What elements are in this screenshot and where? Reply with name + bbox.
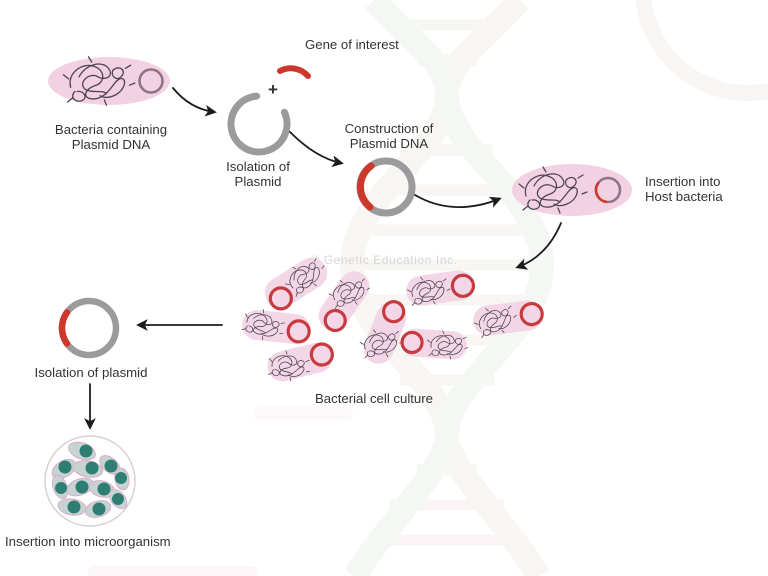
plasmid-ring-icon: [268, 286, 293, 311]
plasmid-ring-icon: [323, 308, 347, 333]
copyright-watermark: © Genetic Education Inc.: [310, 253, 457, 267]
bacteria-body: [242, 310, 310, 344]
plus-sign: +: [268, 80, 278, 99]
step-bacterial-cell-culture: Bacterial cell culture: [238, 252, 544, 406]
culture-cell: [318, 271, 374, 333]
culture-cell: [264, 252, 332, 311]
arrow-to-isolation: [172, 87, 217, 117]
arrow-to-culture: [515, 222, 562, 270]
culture-cell: [471, 300, 544, 341]
isolation2-label: Isolation of plasmid: [35, 365, 148, 380]
culture-cell: [405, 270, 476, 309]
plasmid-ring-icon: [286, 319, 311, 344]
host-label-line1: Insertion into: [645, 174, 721, 189]
step-isolation-of-plasmid-2: Isolation of plasmid: [35, 297, 148, 380]
culture-cell: [358, 300, 407, 364]
construction-label-line2: Plasmid DNA: [350, 136, 429, 151]
plasmid-ring-icon: [519, 301, 544, 327]
micro-label: Insertion into microorganism: [5, 534, 171, 549]
inserted-gene-segment-icon: [356, 162, 375, 211]
plasmid-ring-icon: [309, 342, 334, 367]
gene-fragment-icon: [277, 65, 311, 79]
microorganism-cells: [51, 441, 130, 518]
plasmid-ring-icon: [400, 330, 424, 355]
arrow-to-construction: [289, 131, 344, 168]
culture-cell: [400, 328, 470, 361]
isolated-plasmid-gene-icon: [58, 309, 71, 347]
isolated-plasmid-ring-icon: [58, 297, 120, 359]
isolation1-label-line2: Plasmid: [235, 174, 282, 189]
bacteria-body: [267, 342, 333, 382]
bacteria-body: [473, 300, 543, 336]
culture-cell: [238, 303, 311, 347]
culture-cell: [265, 342, 334, 385]
step-host-bacteria: Insertion into Host bacteria: [512, 164, 723, 216]
step-construction-of-plasmid: Construction of Plasmid DNA: [345, 121, 434, 217]
bacteria-body: [264, 257, 328, 309]
plasmid-ring-icon: [138, 68, 164, 94]
gene-label: Gene of interest: [305, 37, 399, 52]
culture-label: Bacterial cell culture: [315, 391, 433, 406]
bacteria-body: [363, 302, 407, 364]
plasmid-ring-icon: [450, 273, 476, 298]
bacteria1-label-line2: Plasmid DNA: [72, 137, 151, 152]
host-plasmid-gene-icon: [594, 181, 608, 204]
host-label-line2: Host bacteria: [645, 189, 723, 204]
dna-helix-background-icon: [88, 0, 768, 576]
bacteria1-label-line1: Bacteria containing: [55, 122, 167, 137]
open-plasmid-ring-icon: [227, 92, 291, 156]
isolation1-label-line1: Isolation of: [226, 159, 290, 174]
step-isolation-of-plasmid: Isolation of Plasmid: [226, 92, 291, 189]
gene-of-interest: Gene of interest +: [268, 37, 399, 99]
plasmid-ring-icon: [382, 300, 406, 324]
arrow-to-host: [414, 194, 502, 209]
construction-label-line1: Construction of: [345, 121, 434, 136]
step-insertion-into-microorganism: Insertion into microorganism: [5, 435, 171, 549]
step-bacteria-with-plasmid: Bacteria containing Plasmid DNA: [48, 56, 170, 152]
